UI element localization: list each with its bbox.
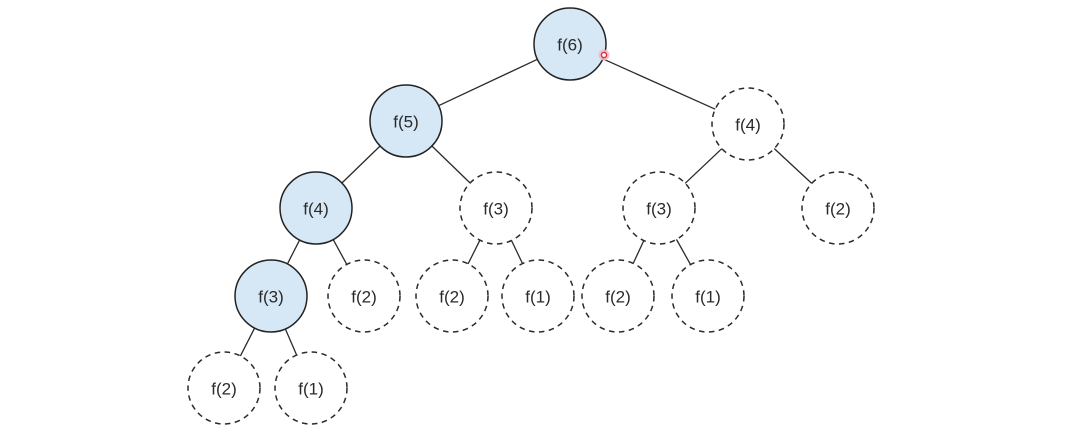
node-label: f(4)	[303, 200, 329, 219]
tree-edges	[239, 58, 813, 357]
tree-node: f(2)	[327, 259, 401, 333]
node-label: f(1)	[525, 288, 551, 307]
tree-edge	[431, 145, 471, 184]
pending-node-circle	[459, 171, 533, 245]
node-label: f(5)	[393, 113, 419, 132]
tree-edge	[332, 238, 348, 266]
node-label: f(3)	[483, 200, 509, 219]
pending-node-circle	[274, 351, 348, 425]
node-label: f(2)	[825, 200, 851, 219]
tree-edge	[510, 239, 524, 265]
tree-node: f(3)	[234, 259, 308, 333]
tree-edge	[632, 239, 645, 265]
tree-edge	[284, 328, 298, 356]
computed-node-circle	[369, 84, 443, 158]
tree-edge	[684, 148, 723, 184]
node-label: f(3)	[258, 288, 284, 307]
pending-node-circle	[711, 87, 785, 161]
pending-node-circle	[327, 259, 401, 333]
computed-node-circle	[234, 259, 308, 333]
pending-node-circle	[581, 259, 655, 333]
tree-node: f(5)	[369, 84, 443, 158]
node-label: f(3)	[646, 200, 672, 219]
node-label: f(2)	[439, 288, 465, 307]
tree-node: f(1)	[671, 259, 745, 333]
pending-node-circle	[187, 351, 261, 425]
computed-node-circle	[279, 171, 353, 245]
tree-edge	[239, 327, 256, 357]
tree-node: f(3)	[622, 171, 696, 245]
tree-nodes: f(6) f(5) f(4) f(4) f(3) f(3) f(2) f(3) f(2) f(2)…	[187, 7, 875, 425]
pending-node-circle	[801, 171, 875, 245]
computed-node-circle	[533, 7, 607, 81]
tree-edge	[341, 145, 381, 184]
tree-node: f(6)	[533, 7, 607, 81]
node-label: f(6)	[557, 36, 583, 55]
tree-node: f(4)	[279, 171, 353, 245]
tree-edge	[773, 147, 813, 185]
mouse-cursor-icon	[598, 49, 610, 61]
node-label: f(1)	[298, 380, 324, 399]
tree-node: f(2)	[801, 171, 875, 245]
pending-node-circle	[415, 259, 489, 333]
tree-node: f(3)	[459, 171, 533, 245]
tree-node: f(2)	[581, 259, 655, 333]
tree-node: f(2)	[187, 351, 261, 425]
pending-node-circle	[622, 171, 696, 245]
node-label: f(1)	[695, 288, 721, 307]
tree-node: f(4)	[711, 87, 785, 161]
tree-node: f(2)	[415, 259, 489, 333]
pending-node-circle	[501, 259, 575, 333]
tree-edge	[437, 58, 539, 107]
pending-node-circle	[671, 259, 745, 333]
node-label: f(2)	[605, 288, 631, 307]
tree-edge	[675, 238, 692, 266]
node-label: f(2)	[211, 380, 237, 399]
node-label: f(2)	[351, 288, 377, 307]
node-label: f(4)	[735, 116, 761, 135]
tree-edge	[286, 239, 301, 265]
tree-node: f(1)	[501, 259, 575, 333]
tree-edge	[467, 239, 481, 265]
tree-edge	[602, 58, 716, 110]
tree-node: f(1)	[274, 351, 348, 425]
